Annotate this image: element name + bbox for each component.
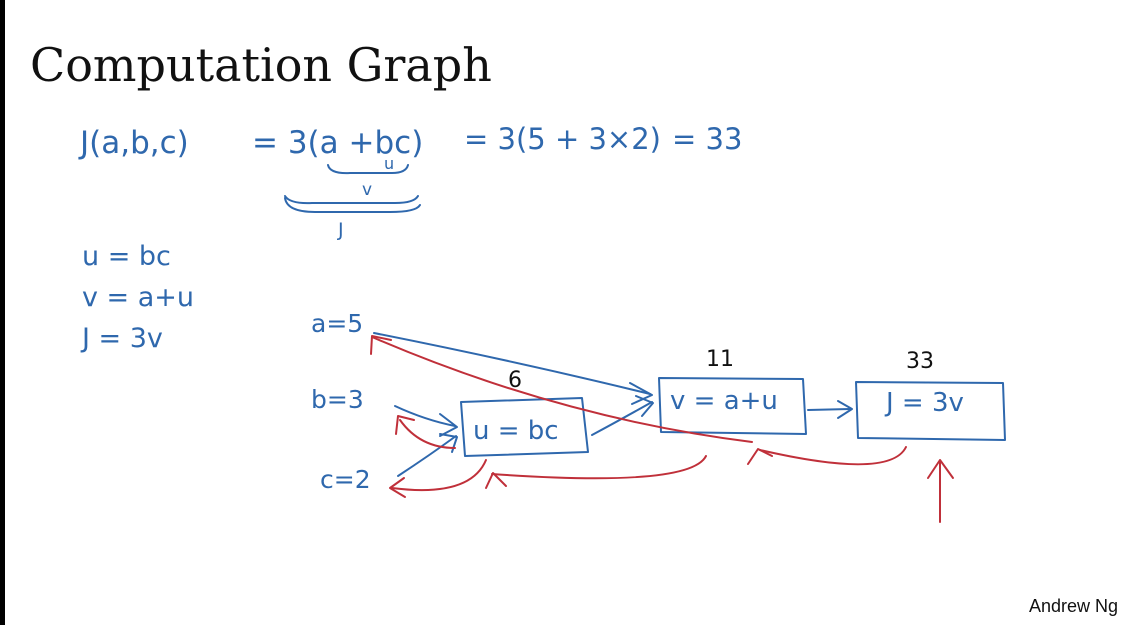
- slide-title: Computation Graph: [30, 38, 492, 92]
- backprop-input-head: [927, 459, 954, 479]
- equation-rhs-2: = 3(5 + 3×2): [464, 122, 661, 156]
- arrowhead-b-to-u: [439, 413, 458, 437]
- brace-label-u: u: [384, 154, 395, 173]
- arrow-a-to-v: [373, 332, 651, 395]
- backprop-j-to-v: [759, 446, 907, 466]
- backprop-u-to-c: [391, 459, 487, 492]
- brace-label-v: v: [362, 180, 373, 200]
- node-j-box: [855, 381, 1006, 441]
- arrowhead-u-to-v: [635, 395, 654, 417]
- definition-j: J = 3v: [82, 323, 163, 354]
- backward-arrows: [370, 335, 954, 523]
- equation-rhs-1: = 3(a +bc): [252, 125, 424, 161]
- backprop-v-to-u: [491, 455, 707, 480]
- equation-braces: [284, 164, 421, 213]
- input-c: c=2: [320, 465, 371, 494]
- equation-rhs-3: = 33: [672, 122, 743, 156]
- backprop-v-to-a-head: [370, 335, 392, 355]
- backprop-u-to-b-head: [395, 415, 415, 435]
- brace-u: [327, 164, 409, 175]
- backprop-v-to-u-head: [485, 472, 507, 489]
- brace-j: [284, 197, 421, 213]
- brace-v: [284, 195, 419, 205]
- input-b: b=3: [311, 385, 364, 414]
- backprop-j-to-v-head: [747, 448, 773, 465]
- arrow-v-to-j: [807, 408, 851, 411]
- arrow-b-to-u: [394, 405, 456, 427]
- definition-v: v = a+u: [82, 282, 195, 313]
- node-u-box: [460, 397, 589, 457]
- node-v-box: [658, 377, 807, 435]
- arrowhead-v-to-j: [837, 400, 853, 419]
- backprop-u-to-b: [399, 419, 456, 449]
- brace-label-j: J: [338, 219, 344, 241]
- left-edge-bar: [0, 0, 5, 625]
- equation-lhs: J(a,b,c): [80, 125, 189, 161]
- input-a: a=5: [311, 309, 364, 338]
- node-u-label: u = bc: [473, 416, 559, 446]
- node-u-value: 6: [508, 368, 522, 393]
- backprop-u-to-c-head: [389, 477, 406, 498]
- backprop-v-to-a: [371, 336, 753, 443]
- arrowhead-a-to-v: [629, 382, 653, 405]
- forward-arrows: [373, 332, 853, 477]
- arrow-c-to-u: [397, 435, 457, 477]
- node-j-label: J = 3v: [886, 388, 964, 418]
- arrowhead-c-to-u: [439, 433, 458, 453]
- definition-u: u = bc: [82, 241, 171, 272]
- node-v-label: v = a+u: [670, 386, 778, 416]
- node-boxes: [460, 377, 1006, 457]
- node-j-value: 33: [906, 349, 934, 374]
- node-v-value: 11: [706, 347, 734, 372]
- author-attribution: Andrew Ng: [1028, 596, 1118, 616]
